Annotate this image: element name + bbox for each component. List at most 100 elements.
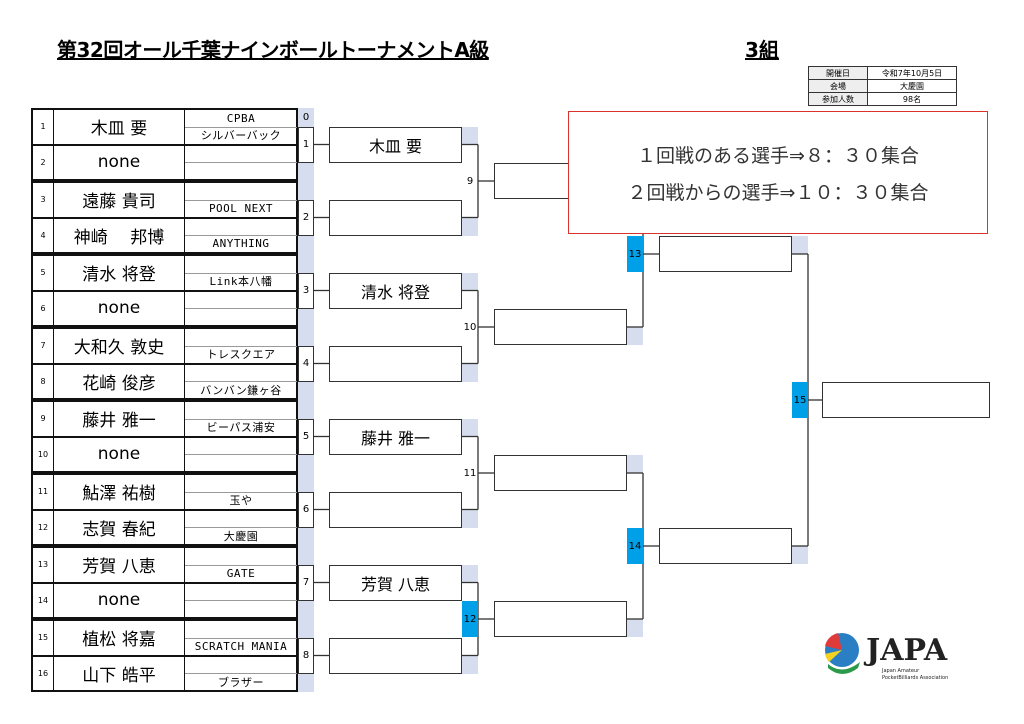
club-upper: [185, 365, 297, 383]
japa-logo: JAPA Japan Amateur PocketBilliards Assoc…: [820, 626, 970, 682]
page-title: 第32回オール千葉ナインボールトーナメントA級: [57, 38, 489, 62]
match-box[interactable]: [329, 199, 462, 236]
match-number: 9: [466, 175, 474, 187]
club-lower: バンバン鎌ヶ谷: [200, 383, 282, 397]
club-upper: [185, 548, 297, 566]
match-shade: [627, 327, 643, 345]
match-box[interactable]: [329, 491, 462, 528]
match-box[interactable]: [659, 528, 792, 564]
match-number: 3: [298, 272, 314, 309]
player-name: 花崎 俊彦: [54, 364, 185, 398]
match-number: 6: [298, 491, 314, 528]
match-box[interactable]: [494, 601, 627, 637]
player-number: 2: [33, 145, 54, 179]
club-upper: [185, 621, 297, 639]
match-box[interactable]: 芳賀 八恵: [329, 564, 462, 601]
player-name: none: [54, 437, 185, 471]
player-name: 山下 皓平: [54, 656, 185, 690]
zero-label: 0: [302, 111, 310, 123]
match-shade: [627, 455, 643, 473]
player-name: 志賀 春紀: [54, 510, 185, 544]
match-number: 8: [298, 637, 314, 674]
player-name: 鮎澤 祐樹: [54, 475, 185, 509]
match-shade: [462, 126, 478, 145]
match-box[interactable]: [494, 309, 627, 345]
match-box[interactable]: 藤井 雅一: [329, 418, 462, 455]
assembly-notice: １回戦のある選手⇒８：３０集合 ２回戦からの選手⇒１０：３０集合: [568, 111, 988, 234]
club-upper: [185, 475, 297, 493]
player-number: 16: [33, 656, 54, 690]
svg-text:JAPA: JAPA: [863, 633, 948, 668]
match-shade: [462, 509, 478, 528]
match-number: 1: [298, 126, 314, 163]
player-number: 11: [33, 475, 54, 509]
club-upper: [185, 146, 297, 164]
player-name: 遠藤 貴司: [54, 183, 185, 217]
club-upper: [185, 657, 297, 675]
club-upper: [185, 402, 297, 420]
club-lower: ビーパス浦安: [206, 421, 276, 435]
player-name: none: [54, 145, 185, 179]
notice-line-1: １回戦のある選手⇒８：３０集合: [637, 144, 919, 167]
player-number: 12: [33, 510, 54, 544]
match-box[interactable]: [659, 236, 792, 272]
club-lower: ANYTHING: [212, 237, 270, 251]
match-number: 15: [792, 382, 808, 418]
match-shade: [462, 418, 478, 437]
club-upper: [185, 438, 297, 456]
player-name: 藤井 雅一: [54, 402, 185, 436]
match-number-strip: [298, 108, 314, 692]
player-name: none: [54, 583, 185, 617]
notice-line-2: ２回戦からの選手⇒１０：３０集合: [627, 181, 929, 204]
club-lower: POOL NEXT: [208, 201, 274, 215]
info-value: 98名: [867, 92, 957, 106]
player-name: 清水 将登: [54, 256, 185, 290]
match-box[interactable]: 木皿 要: [329, 126, 462, 163]
club-lower: [185, 454, 297, 471]
match-number: 13: [627, 236, 643, 272]
match-shade: [462, 217, 478, 236]
match-box[interactable]: 清水 将登: [329, 272, 462, 309]
match-number: 7: [298, 564, 314, 601]
match-box[interactable]: [329, 637, 462, 674]
player-number: 10: [33, 437, 54, 471]
club-lower: Link本八幡: [209, 275, 273, 289]
player-number: 4: [33, 218, 54, 252]
player-name: 植松 将嘉: [54, 621, 185, 655]
club-lower: 玉や: [229, 494, 253, 508]
club-upper: [185, 183, 297, 201]
match-box[interactable]: [822, 382, 990, 418]
player-name: none: [54, 291, 185, 325]
match-number: 12: [462, 601, 478, 637]
match-number: 2: [298, 199, 314, 236]
player-name: 芳賀 八恵: [54, 548, 185, 582]
info-value: 令和7年10月5日: [867, 66, 957, 80]
player-number: 3: [33, 183, 54, 217]
match-number: 5: [298, 418, 314, 455]
player-name: 木皿 要: [54, 110, 185, 144]
match-box[interactable]: [494, 455, 627, 491]
club-lower: GATE: [226, 566, 256, 580]
player-number: 1: [33, 110, 54, 144]
player-number: 5: [33, 256, 54, 290]
club-upper: [185, 256, 297, 274]
group-label: 3組: [745, 38, 779, 62]
japa-logo-icon: JAPA Japan Amateur PocketBilliards Assoc…: [825, 633, 948, 681]
club-lower: ブラザー: [218, 675, 264, 689]
svg-text:Japan Amateur: Japan Amateur: [881, 668, 920, 674]
info-label: 開催日: [808, 66, 868, 80]
svg-text:PocketBilliards Association: PocketBilliards Association: [882, 675, 948, 681]
match-box[interactable]: [329, 345, 462, 382]
